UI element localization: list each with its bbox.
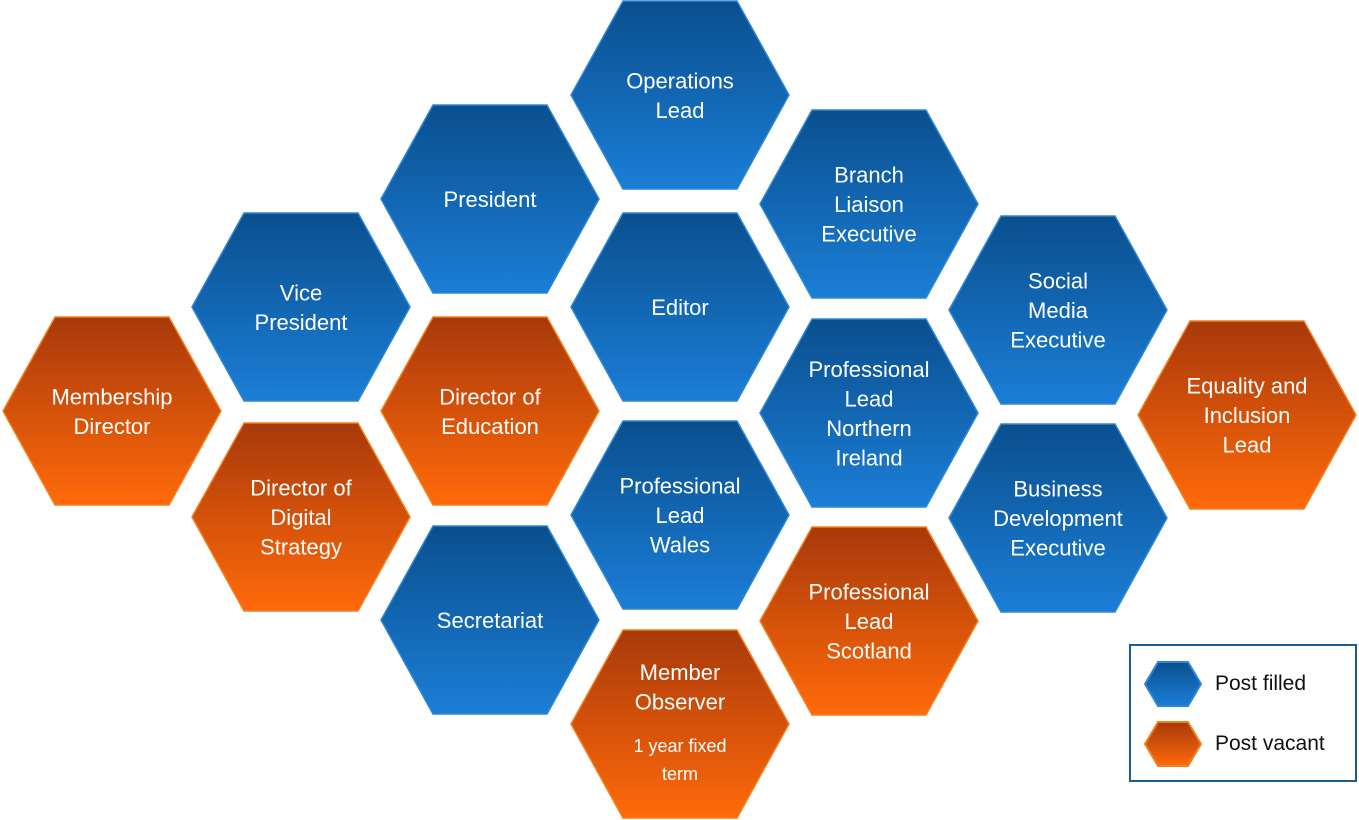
legend-hexagon-filled-icon xyxy=(1143,661,1203,707)
hexagon-label-line: Inclusion xyxy=(1204,403,1291,428)
hexagon-label-line: Liaison xyxy=(834,192,904,217)
hexagon-editor: Editor xyxy=(570,212,790,402)
hexagon-shape xyxy=(380,525,600,715)
hexagon-sublabel-line: 1 year fixed xyxy=(633,736,726,756)
hexagon-secretariat: Secretariat xyxy=(380,525,600,715)
hexagon-label-line: Professional xyxy=(808,580,929,605)
hexagon-label-line: Observer xyxy=(635,690,725,715)
hexagon-label-line: Development xyxy=(993,506,1123,531)
hexagon-shape xyxy=(2,316,222,506)
hexagon-label-line: Wales xyxy=(650,533,710,558)
hexagon-sublabel-line: term xyxy=(662,764,698,784)
hexagon-shape xyxy=(191,212,411,402)
hexagon-shape xyxy=(380,104,600,294)
hexagon-label-line: Professional xyxy=(619,474,740,499)
hexagon-label-line: Strategy xyxy=(260,535,342,560)
hexagon-label-line: Secretariat xyxy=(437,608,543,633)
hexagon-president: President xyxy=(380,104,600,294)
hexagon-label-line: Lead xyxy=(656,503,705,528)
hexagon-label-line: Executive xyxy=(1010,536,1105,561)
hexagon-label-line: Education xyxy=(441,414,539,439)
hexagon-shape xyxy=(759,318,979,508)
hexagon-shape xyxy=(759,526,979,716)
hexagon-shape xyxy=(948,215,1168,405)
hexagon-label-line: Scotland xyxy=(826,639,912,664)
hexagon-label-line: Vice xyxy=(280,280,322,305)
legend: Post filled Post vacant xyxy=(1129,644,1357,782)
hexagon-label-line: Ireland xyxy=(835,445,902,470)
hexagon-label-line: Social xyxy=(1028,269,1088,294)
hexagon-label-line: Lead xyxy=(845,609,894,634)
hexagon-label-line: Director of xyxy=(439,384,541,409)
hexagon-label-line: Equality and xyxy=(1186,374,1307,399)
legend-hexagon-vacant-icon xyxy=(1143,721,1203,767)
hexagon-shape xyxy=(570,629,790,819)
hexagon-label-line: Media xyxy=(1028,298,1089,323)
hexagon-label-line: Director of xyxy=(250,476,352,501)
hexagon-label-line: Lead xyxy=(656,98,705,123)
hexagon-label-line: President xyxy=(444,187,537,212)
legend-item-vacant: Post vacant xyxy=(1143,720,1353,768)
hexagon-label-line: Business xyxy=(1013,477,1102,502)
hexagon-shape xyxy=(570,0,790,190)
hexagon-shape xyxy=(570,420,790,610)
hexagon-label-line: Lead xyxy=(1223,433,1272,458)
hexagon-label-line: Branch xyxy=(834,163,904,188)
hexagon-label-line: Operations xyxy=(626,68,734,93)
hexagon-shape xyxy=(570,212,790,402)
hexagon-shape xyxy=(380,316,600,506)
hexagon-label-line: Editor xyxy=(651,295,708,320)
hexagon-label-line: Digital xyxy=(270,505,331,530)
hexagon-shape xyxy=(1137,320,1357,510)
hexagon-label-line: Director xyxy=(73,414,150,439)
hexagon-label-line: Executive xyxy=(821,222,916,247)
legend-label-filled: Post filled xyxy=(1215,672,1307,695)
hexagon-label-line: Membership xyxy=(51,384,172,409)
hexagon-label-line: Member xyxy=(640,660,721,685)
legend-label-vacant: Post vacant xyxy=(1215,732,1325,755)
hexagon-director-of-education: Director of Education xyxy=(380,316,600,506)
legend-item-filled: Post filled xyxy=(1143,660,1353,708)
hexagon-label-line: Executive xyxy=(1010,328,1105,353)
hexagon-shape xyxy=(191,422,411,612)
hexagon-label-line: Lead xyxy=(845,386,894,411)
hexagon-label-line: Northern xyxy=(826,416,912,441)
hexagon-shape xyxy=(759,109,979,299)
hexagon-shape xyxy=(948,423,1168,613)
hexagon-label-line: President xyxy=(255,310,348,335)
hexagon-label-line: Professional xyxy=(808,357,929,382)
